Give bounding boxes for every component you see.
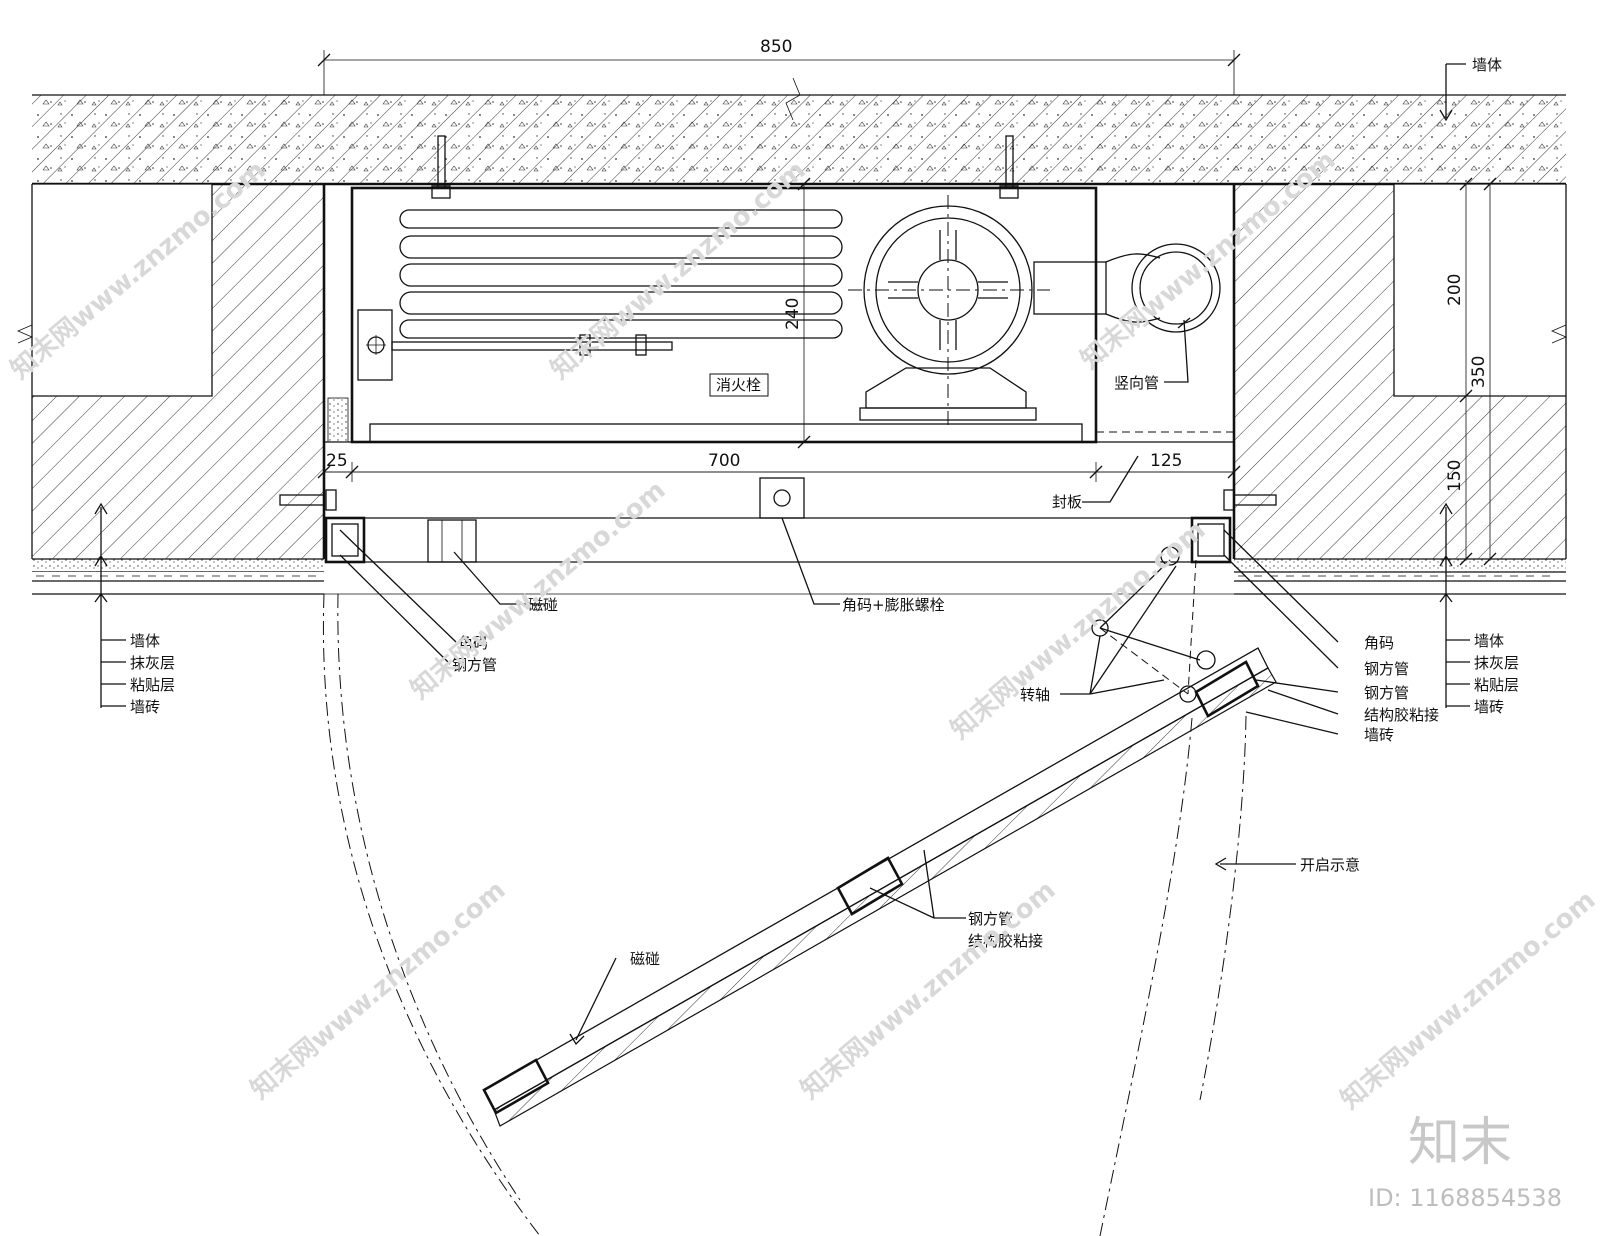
- riser-pipe: [1131, 243, 1221, 333]
- dim-right-gap: 125: [1150, 451, 1182, 471]
- watermark-brand: 知末: [1408, 1113, 1512, 1173]
- layer-left-2: 抹灰层: [130, 654, 175, 672]
- label-magnet-left: 磁碰: [528, 596, 558, 614]
- dimension-lines: [317, 50, 1497, 566]
- dim-cabinet-depth: 240: [783, 298, 803, 330]
- closed-frame-tubes: [279, 477, 1277, 564]
- leader-lines: [94, 63, 1470, 1046]
- label-texts: 墙体 消火栓 竖向管 封板 磁碰 角码+膨胀螺栓 角码 钢方管 角码 钢方管 钢…: [130, 56, 1519, 968]
- left-wall: [16, 183, 326, 595]
- layer-right-4: 墙砖: [1474, 698, 1504, 716]
- dim-overall-width: 850: [760, 37, 792, 57]
- label-riser-pipe: 竖向管: [1114, 374, 1159, 392]
- hydrant-cabinet: [324, 186, 1234, 595]
- label-steel-tube-right-1: 钢方管: [1364, 660, 1409, 678]
- anchor-bolts: [431, 135, 1019, 199]
- watermark-text: 知末网www.znzmo.com: [945, 515, 1211, 745]
- layer-left-3: 粘贴层: [130, 676, 175, 694]
- label-wall-top: 墙体: [1472, 56, 1502, 74]
- label-magnet-door: 磁碰: [630, 950, 660, 968]
- label-corner-left: 角码: [458, 634, 488, 652]
- watermark-text: 知末网www.znzmo.com: [245, 875, 511, 1105]
- dim-200: 200: [1445, 274, 1465, 306]
- layer-left-1: 墙体: [130, 632, 160, 650]
- label-opening-note: 开启示意: [1300, 856, 1360, 874]
- dim-350: 350: [1469, 356, 1489, 388]
- label-adhesive-mid: 结构胶粘接: [968, 932, 1043, 950]
- label-cover-board: 封板: [1052, 493, 1082, 511]
- label-corner-right: 角码: [1364, 634, 1394, 652]
- dim-150: 150: [1445, 460, 1465, 492]
- label-steel-tube-right-2: 钢方管: [1364, 684, 1409, 702]
- dim-left-gap: 25: [326, 451, 348, 471]
- label-adhesive-right: 结构胶粘接: [1364, 706, 1439, 724]
- layer-right-1: 墙体: [1474, 632, 1504, 650]
- label-pivot: 转轴: [1020, 686, 1050, 704]
- label-hydrant: 消火栓: [716, 376, 761, 394]
- watermark-id: ID: 1168854538: [1368, 1184, 1562, 1212]
- layer-right-2: 抹灰层: [1474, 654, 1519, 672]
- top-wall-slab: [32, 77, 1566, 186]
- watermark-text: 知末网www.znzmo.com: [545, 155, 811, 385]
- label-corner-bolt: 角码+膨胀螺栓: [842, 596, 945, 614]
- watermark-text: 知末网www.znzmo.com: [795, 875, 1061, 1105]
- valve-wheel: [848, 195, 1161, 430]
- swing-arcs: [322, 593, 1247, 1236]
- watermark-text: 知末网www.znzmo.com: [1335, 885, 1600, 1115]
- label-steel-tube-mid: 钢方管: [968, 910, 1013, 928]
- dim-inner-width: 700: [708, 451, 740, 471]
- label-tile-right: 墙砖: [1364, 726, 1394, 744]
- layer-left-4: 墙砖: [130, 698, 160, 716]
- opened-door-panel: [482, 546, 1277, 1127]
- dimension-texts: 850 25 700 125 240 200 350 150: [326, 37, 1489, 492]
- right-wall: [1232, 183, 1568, 595]
- label-steel-tube-left: 钢方管: [452, 656, 497, 674]
- watermark-text: 知末网www.znzmo.com: [405, 475, 671, 705]
- hose-reel: [357, 209, 843, 381]
- layer-right-3: 粘贴层: [1474, 676, 1519, 694]
